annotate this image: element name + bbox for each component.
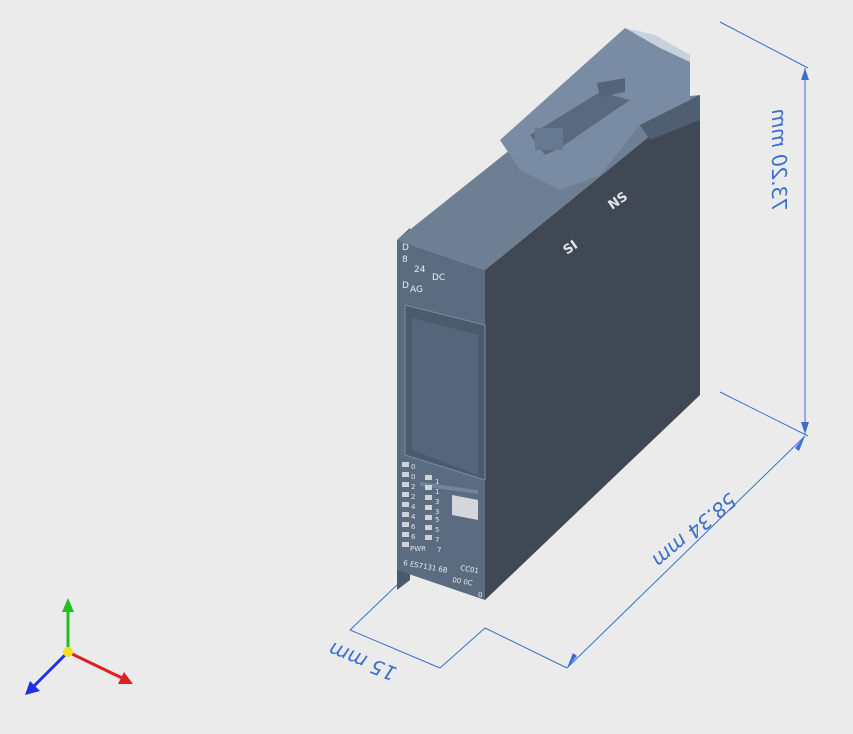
- function-class: CC01: [460, 564, 480, 575]
- led: [402, 512, 409, 517]
- depth-dimension-label: 58.34 mm: [647, 488, 741, 572]
- label-line-1: D: [402, 243, 409, 253]
- ch-label: 4: [411, 503, 416, 511]
- label-line-5: D: [402, 281, 409, 291]
- ch-label: 1: [435, 488, 439, 496]
- led: [425, 535, 432, 540]
- z-axis: [32, 650, 70, 688]
- data-matrix: [452, 495, 478, 520]
- y-axis-arrow-icon: [62, 598, 74, 612]
- origin-dot: [63, 647, 73, 657]
- ch-label: 3: [435, 508, 439, 516]
- dimension-lines: [349, 21, 809, 669]
- label-line-2: 8: [402, 255, 408, 265]
- ch-label: 7: [435, 536, 439, 544]
- width-jog: [439, 627, 486, 669]
- height-extension-top: [719, 21, 809, 69]
- pwr-label: PWR: [410, 545, 426, 553]
- io-module[interactable]: [397, 28, 700, 600]
- latch-tab[interactable]: [535, 128, 563, 150]
- led: [425, 505, 432, 510]
- width-dimension-line: [349, 629, 441, 669]
- z-axis-arrow-icon: [25, 681, 40, 695]
- ch-label: 2: [411, 483, 415, 491]
- ch-label: 7: [437, 546, 441, 554]
- led: [402, 532, 409, 537]
- ch-label: 0: [411, 473, 415, 481]
- version-label: 00 0C: [452, 576, 474, 587]
- width-extension: [349, 584, 398, 631]
- led: [402, 542, 409, 547]
- ch-label: 2: [411, 493, 415, 501]
- ch-label: 5: [435, 526, 439, 534]
- led: [402, 492, 409, 497]
- ch-label: 3: [435, 498, 439, 506]
- side-text-si: SI: [561, 238, 581, 258]
- front-divider: [420, 482, 478, 494]
- axis-triad[interactable]: [25, 598, 133, 695]
- led-labels-left: 0 0 2 2 4 4 6 6 PWR: [410, 463, 426, 553]
- led: [402, 472, 409, 477]
- ch-label: 1: [435, 478, 439, 486]
- ch-label: 5: [435, 516, 439, 524]
- depth-dimension-line: [566, 435, 806, 669]
- latch-top-slot: [597, 78, 625, 97]
- ch-label: 0: [411, 463, 415, 471]
- led: [425, 515, 432, 520]
- x-axis-arrow-icon: [118, 672, 133, 684]
- led: [402, 462, 409, 467]
- front-label-inner: [412, 318, 478, 475]
- top-connector-highlight: [625, 28, 690, 62]
- led: [425, 485, 432, 490]
- led-labels-right: 1 1 3 3 5 5 7 7: [435, 478, 441, 554]
- ch-label: 6: [411, 533, 416, 541]
- height-dimension-label: 73.20 mm: [767, 109, 791, 212]
- ch-label: 6: [411, 523, 416, 531]
- module-side-face: [485, 95, 700, 600]
- version-suffix: 0: [478, 591, 482, 599]
- label-line-6: AG: [410, 285, 423, 295]
- width-dimension-label: 15 mm: [325, 637, 400, 686]
- label-line-3: 24: [414, 265, 426, 275]
- depth-extension: [484, 627, 568, 669]
- led-column-left: [402, 462, 409, 547]
- led: [402, 522, 409, 527]
- top-connector-shadow: [640, 95, 700, 140]
- led-column-right: [425, 475, 432, 540]
- dimension-arrows: [567, 68, 809, 668]
- led: [402, 502, 409, 507]
- ch-label: 4: [411, 513, 416, 521]
- label-line-4: DC: [432, 273, 445, 283]
- led: [402, 482, 409, 487]
- led: [425, 475, 432, 480]
- led: [425, 495, 432, 500]
- led: [425, 525, 432, 530]
- x-axis: [67, 650, 123, 680]
- height-extension-bottom: [719, 391, 809, 437]
- front-labels: D 8 24 DC D AG: [402, 243, 445, 295]
